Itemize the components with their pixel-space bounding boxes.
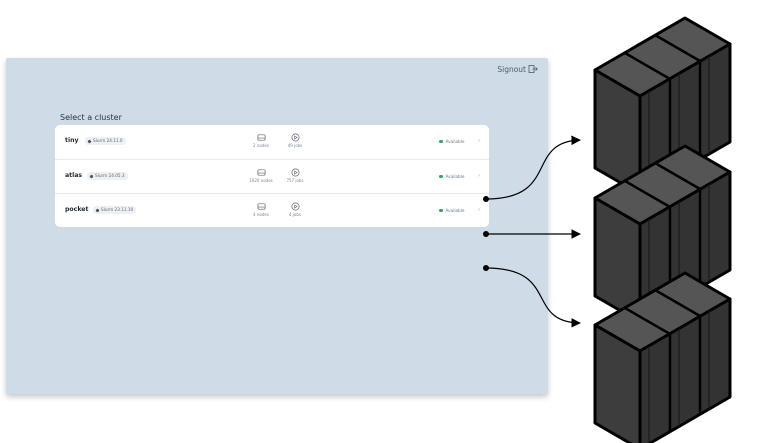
version-tag: Slurm 24.11.0 — [85, 137, 126, 145]
cluster-name: tiny — [65, 137, 79, 144]
nodes-stat: 1020 nodes — [241, 168, 281, 183]
cluster-list: tiny Slurm 24.11.0 2 nodes 49 jobs Avail… — [55, 125, 489, 227]
version-tag: Slurm 24.05.3 — [87, 172, 128, 180]
server-icon — [257, 169, 265, 176]
select-cluster-heading: Select a cluster — [60, 113, 122, 122]
connector-arrow-pocket — [485, 267, 581, 328]
status-badge: Available — [439, 139, 464, 144]
signout-label: Signout — [497, 64, 526, 74]
cluster-name: atlas — [65, 172, 83, 179]
server-icon — [257, 203, 265, 210]
chevron-right-icon[interactable]: › — [478, 207, 480, 213]
play-circle-icon — [291, 133, 299, 142]
play-circle-icon — [291, 202, 299, 211]
cluster-row-pocket[interactable]: pocket Slurm 23.11.10 4 nodes 4 jobs Ava… — [55, 193, 489, 227]
connector-arrow-tiny — [485, 135, 581, 200]
jobs-stat: 4 jobs — [275, 202, 315, 217]
jobs-stat: 49 jobs — [275, 133, 315, 148]
play-circle-icon — [291, 168, 299, 177]
status-badge: Available — [439, 174, 464, 179]
status-dot-icon — [439, 139, 443, 144]
nodes-stat: 2 nodes — [241, 133, 281, 148]
logout-icon — [528, 65, 538, 73]
version-tag: Slurm 23.11.10 — [93, 206, 137, 214]
status-dot-icon — [439, 174, 443, 179]
connector-dot — [483, 265, 489, 271]
chevron-right-icon[interactable]: › — [478, 138, 480, 144]
connector-dot — [483, 231, 489, 237]
jobs-stat: 757 jobs — [275, 168, 315, 183]
chevron-right-icon[interactable]: › — [478, 173, 480, 179]
status-dot-icon — [439, 208, 443, 213]
cluster-row-tiny[interactable]: tiny Slurm 24.11.0 2 nodes 49 jobs Avail… — [55, 125, 489, 159]
status-badge: Available — [439, 208, 464, 213]
connector-dot — [483, 196, 489, 202]
nodes-stat: 4 nodes — [241, 202, 281, 217]
cluster-row-atlas[interactable]: atlas Slurm 24.05.3 1020 nodes 757 jobs … — [55, 159, 489, 194]
cluster-name: pocket — [65, 206, 89, 213]
signout-button[interactable]: Signout — [497, 64, 538, 74]
server-icon — [257, 134, 265, 141]
